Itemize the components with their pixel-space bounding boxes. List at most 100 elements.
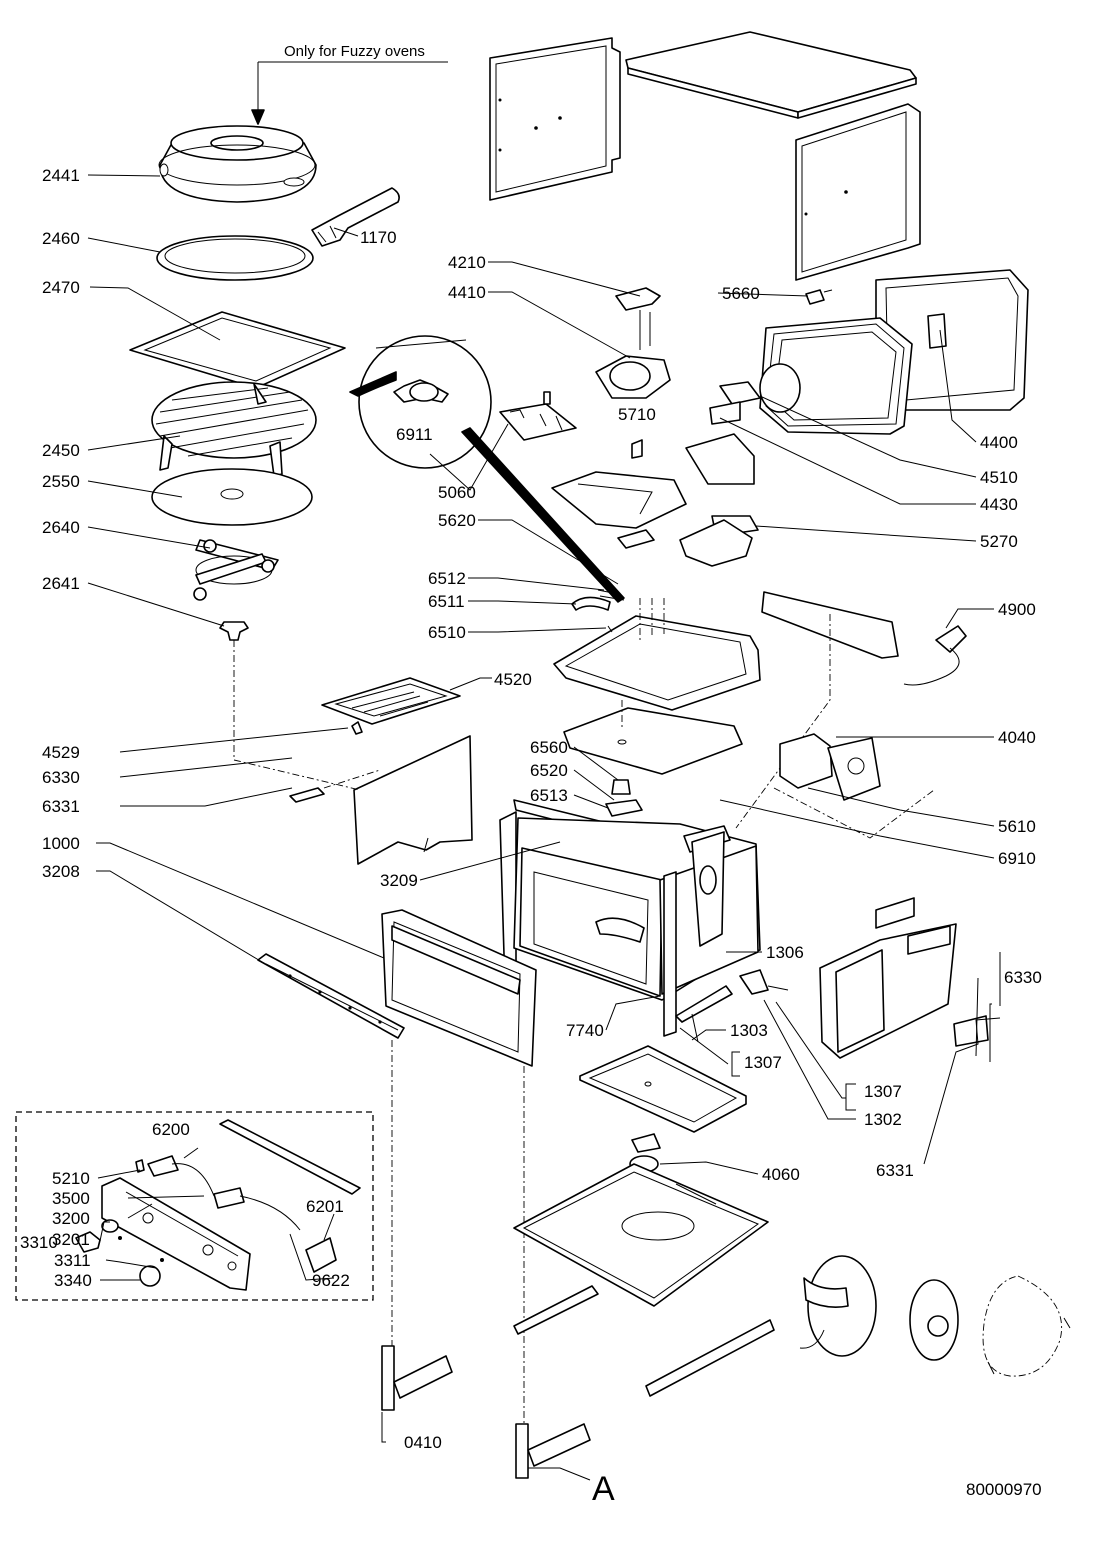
bar-6200 <box>219 1119 361 1195</box>
stirrer-assembly-detail <box>799 1255 1071 1377</box>
label-7740: 7740 <box>566 1021 604 1040</box>
label-1302: 1302 <box>864 1110 902 1129</box>
top-cover-panel <box>625 31 917 119</box>
door-front-3209 <box>381 909 537 1067</box>
label-1306: 1306 <box>766 943 804 962</box>
foot-A <box>515 1423 591 1479</box>
label-3209: 3209 <box>380 871 418 890</box>
label-2550: 2550 <box>42 472 80 491</box>
label-5710: 5710 <box>618 405 656 424</box>
label-6520: 6520 <box>530 761 568 780</box>
fuzzy-cover-2441 <box>158 125 317 203</box>
label-6200: 6200 <box>152 1120 190 1139</box>
side-shield-6330 <box>819 897 989 1059</box>
glass-plate-2460 <box>156 235 314 281</box>
transformer-4040 <box>779 733 881 801</box>
label-2470: 2470 <box>42 278 80 297</box>
pcb-5060 <box>499 391 577 441</box>
label-4060: 4060 <box>762 1165 800 1184</box>
label-6513: 6513 <box>530 786 568 805</box>
coupler-2641 <box>219 621 249 641</box>
side-panel-right <box>795 103 921 281</box>
label-6331-left: 6331 <box>42 797 80 816</box>
label-4400: 4400 <box>980 433 1018 452</box>
label-4529: 4529 <box>42 743 80 762</box>
wires-6512-6511 <box>571 589 625 633</box>
label-1303: 1303 <box>730 1021 768 1040</box>
door-trim-3208 <box>257 953 405 1039</box>
label-1307-right: 1307 <box>864 1082 902 1101</box>
label-5060: 5060 <box>438 483 476 502</box>
detail-letter-A: A <box>592 1470 615 1508</box>
label-1170: 1170 <box>360 228 397 247</box>
label-2640: 2640 <box>42 518 80 537</box>
motor-4410 <box>595 287 671 459</box>
label-2641: 2641 <box>42 574 80 593</box>
grill-rack-2450 <box>151 381 317 477</box>
roller-ring-2640 <box>193 539 279 601</box>
label-2460: 2460 <box>42 229 80 248</box>
label-5270: 5270 <box>980 532 1018 551</box>
control-panel-inset <box>15 1111 374 1301</box>
stirrer-cover-6560 <box>563 700 743 775</box>
thermostat-5660 <box>805 289 833 305</box>
fuzzy-ovens-note: Only for Fuzzy ovens <box>284 43 425 60</box>
label-3201: 3201 <box>52 1230 90 1249</box>
label-5620: 5620 <box>438 511 476 530</box>
label-3310-visible: 3310 <box>20 1233 58 1252</box>
switch-parts <box>135 1155 337 1273</box>
label-6911: 6911 <box>396 425 433 444</box>
waveguide-assembly <box>551 433 759 567</box>
label-6512: 6512 <box>428 569 466 588</box>
label-6331-right: 6331 <box>876 1161 914 1180</box>
label-4430: 4430 <box>980 495 1018 514</box>
label-6510: 6510 <box>428 623 466 642</box>
label-6511: 6511 <box>428 592 465 611</box>
side-panel-left <box>489 37 621 201</box>
stirrer-6520-6513 <box>605 779 643 817</box>
top-plate-6510 <box>553 598 761 711</box>
leader-lines <box>87 174 1001 1481</box>
label-4410: 4410 <box>448 283 486 302</box>
label-3311: 3311 <box>54 1251 91 1270</box>
label-5210: 5210 <box>52 1169 90 1188</box>
label-4900: 4900 <box>998 600 1036 619</box>
control-panel-3200 <box>101 1177 251 1291</box>
label-6330-right: 6330 <box>1004 968 1042 987</box>
label-4510: 4510 <box>980 468 1018 487</box>
label-3500: 3500 <box>52 1189 90 1208</box>
foot-0410 <box>381 1345 453 1411</box>
label-4040: 4040 <box>998 728 1036 747</box>
label-3340: 3340 <box>54 1271 92 1290</box>
label-2450: 2450 <box>42 441 80 460</box>
label-3208: 3208 <box>42 862 80 881</box>
label-5660: 5660 <box>722 284 760 303</box>
drawing-number: 80000970 <box>966 1480 1042 1499</box>
label-2441: 2441 <box>42 166 80 185</box>
label-6560: 6560 <box>530 738 568 757</box>
label-6201: 6201 <box>306 1197 344 1216</box>
label-5610: 5610 <box>998 817 1036 836</box>
label-6910: 6910 <box>998 849 1036 868</box>
label-3200: 3200 <box>52 1209 90 1228</box>
base-rails <box>513 1285 775 1397</box>
label-6330-left: 6330 <box>42 768 80 787</box>
turntable-2550 <box>151 468 313 526</box>
base-plate <box>579 1045 747 1133</box>
baking-tray-2470 <box>129 311 346 389</box>
knobs <box>75 1219 164 1287</box>
hinge-1302 <box>675 969 789 1043</box>
label-4520: 4520 <box>494 670 532 689</box>
power-cord-4900 <box>761 591 967 686</box>
grill-element-4520 <box>321 677 461 735</box>
label-1000: 1000 <box>42 834 80 853</box>
door-seal-4510 <box>709 317 913 435</box>
shield-6330 <box>289 735 473 865</box>
fan-detail-6911 <box>349 335 492 469</box>
label-9622: 9622 <box>312 1271 350 1290</box>
bottom-plate <box>513 1163 769 1307</box>
label-1307-center: 1307 <box>744 1053 782 1072</box>
label-4210: 4210 <box>448 253 486 272</box>
label-0410: 0410 <box>404 1433 442 1452</box>
